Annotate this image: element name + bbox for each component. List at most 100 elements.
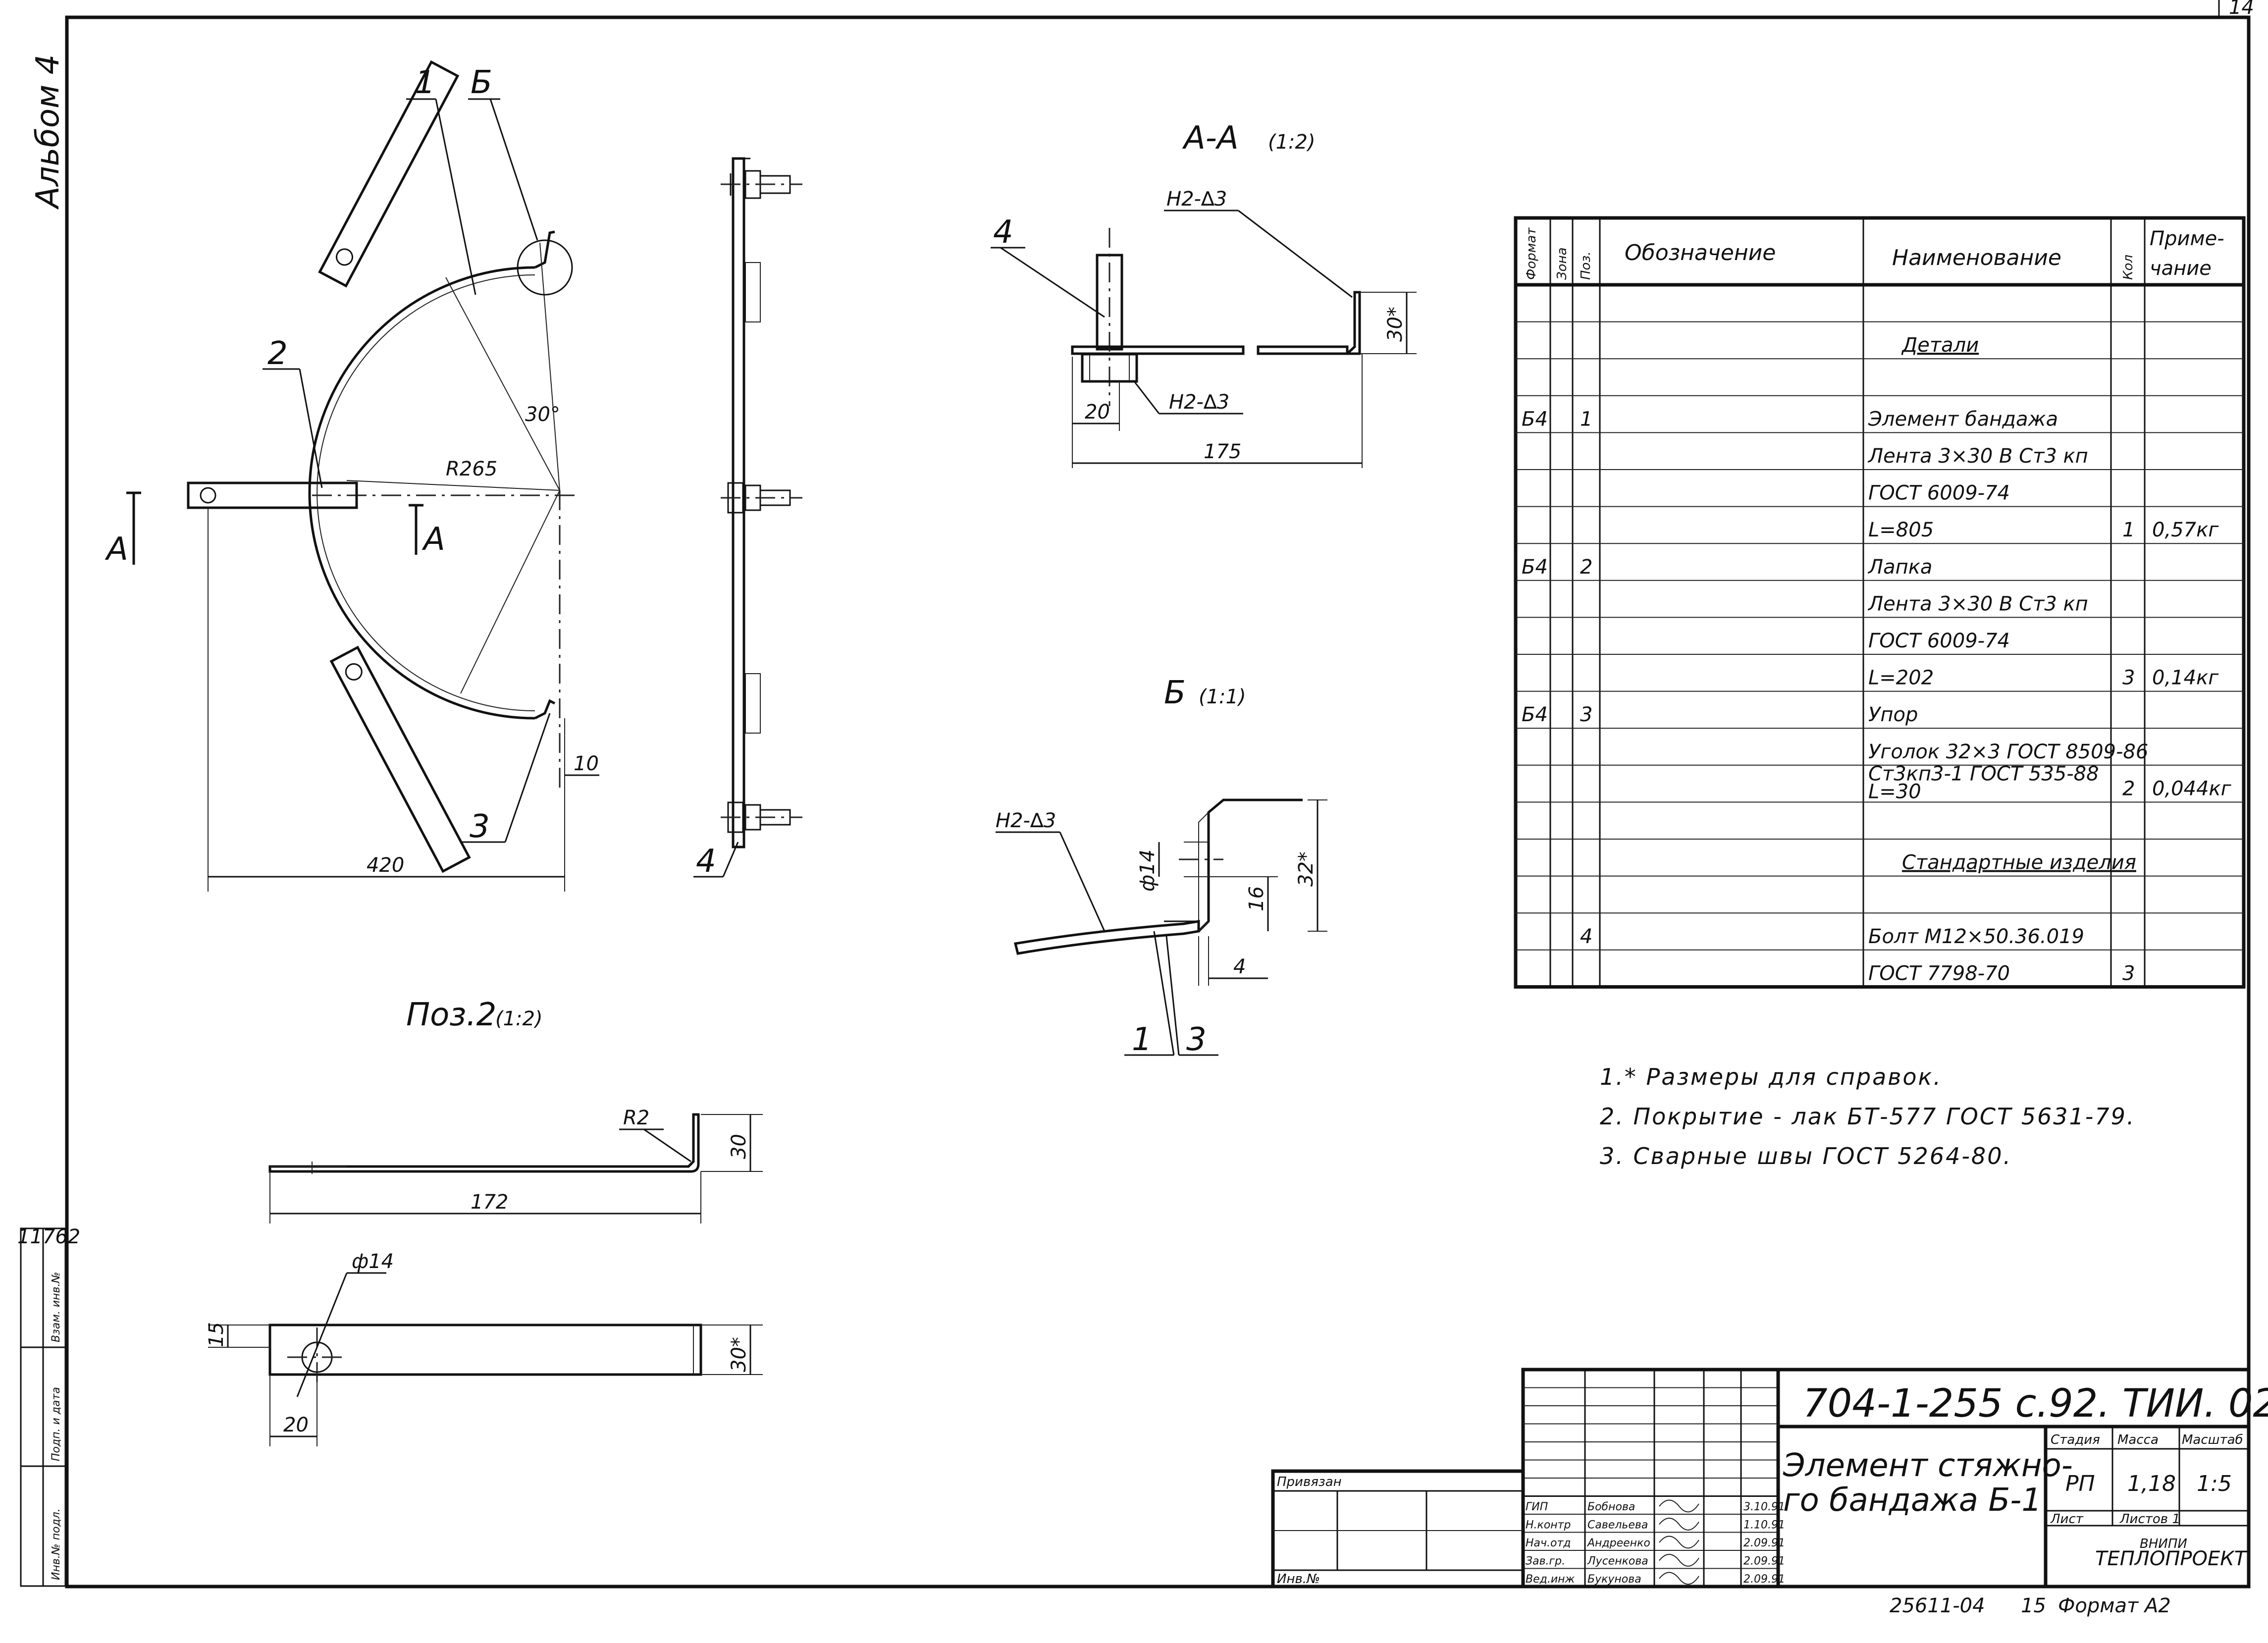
- pos2-dim-20: 20: [283, 1414, 309, 1436]
- section-a-right: А: [422, 521, 445, 558]
- sheet-corner-number: 14: [2229, 0, 2254, 19]
- doc-name-2: го бандажа Б-1: [1783, 1482, 2042, 1519]
- tb-signature: [1659, 1572, 1699, 1585]
- spec-cell-name: Лента 3×30 В Ст3 кп: [1867, 592, 2088, 615]
- pos-3-label: 3: [470, 808, 490, 845]
- aa-weld-top: Н2-∆3: [1166, 188, 1227, 211]
- detail-b-marker: [517, 239, 573, 296]
- pos2-scale: (1:2): [495, 1007, 543, 1030]
- spec-header-note-1: Приме-: [2150, 227, 2224, 250]
- spec-header-note-2: чание: [2150, 257, 2212, 280]
- detail-b-pos-3: 3: [1186, 1021, 1207, 1058]
- pos2-dim-172: 172: [471, 1191, 508, 1214]
- note-2: 2. Покрытие - лак БТ-577 ГОСТ 5631-79.: [1600, 1103, 2136, 1130]
- pos-1-label: 1: [415, 64, 435, 101]
- spec-header-pos: Поз.: [1579, 251, 1593, 280]
- strip-inv-label: Инв.№ подл.: [50, 1508, 62, 1580]
- spec-cell-pos: 3: [1580, 703, 1592, 726]
- spec-cell-name: ГОСТ 7798-70: [1868, 962, 2010, 985]
- band-arc: [308, 266, 535, 720]
- archive-sub: 15: [2021, 1594, 2046, 1617]
- strip-sign-label: Подп. и дата: [50, 1387, 62, 1461]
- strip-number: 11762: [17, 1225, 80, 1248]
- spec-cell-format: Б4: [1522, 703, 1548, 726]
- detail-b-dim-32: 32*: [1295, 851, 1318, 887]
- sheet-frame: [65, 15, 2251, 1589]
- doc-code: 704-1-255 с.92. ТИИ. 02: [1803, 1381, 2268, 1426]
- aa-dim-30: 30*: [1384, 307, 1407, 342]
- tb-name: Андреенко: [1586, 1537, 1650, 1549]
- pos2-title: Поз.2: [406, 997, 496, 1033]
- doc-name-1: Элемент стяжно-: [1783, 1447, 2073, 1484]
- spec-cell-qty: 2: [2122, 777, 2135, 800]
- spec-header-name: Наименование: [1892, 245, 2061, 270]
- spec-header-qty: Кол: [2121, 255, 2136, 280]
- spec-cell-name: Упор: [1868, 703, 1918, 726]
- spec-frame: [1514, 216, 2246, 989]
- section-aa-title: А-А: [1182, 120, 1239, 157]
- sheets-header: Листов 1: [2119, 1512, 2180, 1527]
- spec-cell-qty: 3: [2122, 962, 2135, 985]
- aa-pos-4: 4: [993, 214, 1013, 251]
- pos2-dim-30: 30: [728, 1134, 750, 1159]
- spec-cell-name: ГОСТ 6009-74: [1868, 482, 2010, 505]
- spec-cell-qty: 3: [2122, 667, 2135, 689]
- spec-cell-format: Б4: [1522, 408, 1548, 430]
- view-b-label: Б: [471, 64, 492, 101]
- sheet-header: Лист: [2050, 1512, 2084, 1527]
- tb-linked-area: [1271, 1469, 1525, 1589]
- pos2-view: Поз.2 (1:2) R2 30 172 ф14 15 30*: [205, 997, 763, 1446]
- section-aa-scale: (1:2): [1268, 131, 1316, 154]
- aa-dim-175: 175: [1204, 440, 1241, 463]
- spec-cell-name: Болт М12×50.36.019: [1868, 925, 2084, 948]
- tb-inv-label: Инв.№: [1277, 1572, 1320, 1587]
- format-label: Формат А2: [2058, 1594, 2171, 1617]
- mass-header: Масса: [2117, 1432, 2159, 1447]
- aa-dim-20: 20: [1085, 401, 1110, 424]
- strip-replace-label: Взам. инв.№: [50, 1272, 62, 1342]
- spec-cell-pos: 2: [1580, 556, 1592, 579]
- org-1: ВНИПИ: [2140, 1537, 2187, 1551]
- spec-cell-name: Стандартные изделия: [1902, 851, 2136, 874]
- spec-cell-name: ГОСТ 6009-74: [1868, 630, 2010, 652]
- tb-name: Букунова: [1587, 1573, 1641, 1586]
- tb-signature: [1659, 1554, 1699, 1567]
- detail-b-weld: Н2-∆3: [996, 809, 1056, 832]
- spec-cell-name: Лапка: [1867, 556, 1932, 579]
- aa-weld-bottom: Н2-∆3: [1169, 391, 1229, 414]
- scale-value: 1:5: [2197, 1471, 2232, 1496]
- scale-header: Масштаб: [2182, 1432, 2243, 1447]
- spec-cell-name: L=805: [1868, 519, 1934, 541]
- detail-b-dia: ф14: [1136, 849, 1159, 892]
- pos2-dia: ф14: [352, 1250, 394, 1273]
- tb-role: Зав.гр.: [1526, 1555, 1565, 1568]
- mass-value: 1,18: [2127, 1471, 2176, 1496]
- spec-cell-format: Б4: [1522, 556, 1548, 579]
- tb-signature: [1659, 1518, 1699, 1531]
- org-2: ТЕПЛОПРОЕКТ: [2095, 1547, 2248, 1570]
- dim-10: 10: [574, 752, 599, 775]
- spec-cell-name: Элемент бандажа: [1868, 408, 2058, 430]
- pos-2-label: 2: [267, 335, 288, 372]
- spec-cell-pos: 4: [1580, 925, 1592, 948]
- archive-number: 25611-04: [1890, 1594, 1985, 1617]
- album-label: Альбом 4: [30, 54, 66, 210]
- spec-cell-name: Лента 3×30 В Ст3 кп: [1867, 445, 2088, 468]
- tb-role: Вед.инж: [1526, 1573, 1575, 1586]
- spec-cell-name: L=202: [1868, 667, 1934, 689]
- dim-420: 420: [367, 854, 404, 877]
- angle-label: 30°: [525, 403, 560, 426]
- spec-header-designation: Обозначение: [1625, 240, 1776, 265]
- section-a-left: А: [105, 531, 128, 568]
- spec-cell-name: Уголок 32×3 ГОСТ 8509-86: [1868, 741, 2148, 763]
- spec-cell-note: 0,14кг: [2152, 667, 2219, 689]
- detail-b-pos-1: 1: [1132, 1021, 1152, 1058]
- detail-b-title: Б: [1164, 675, 1186, 711]
- note-1: 1.* Размеры для справок.: [1600, 1063, 1942, 1090]
- tb-name: Бобнова: [1587, 1501, 1635, 1513]
- pos2-dim-15: 15: [205, 1322, 228, 1347]
- radius-label: R265: [446, 458, 497, 480]
